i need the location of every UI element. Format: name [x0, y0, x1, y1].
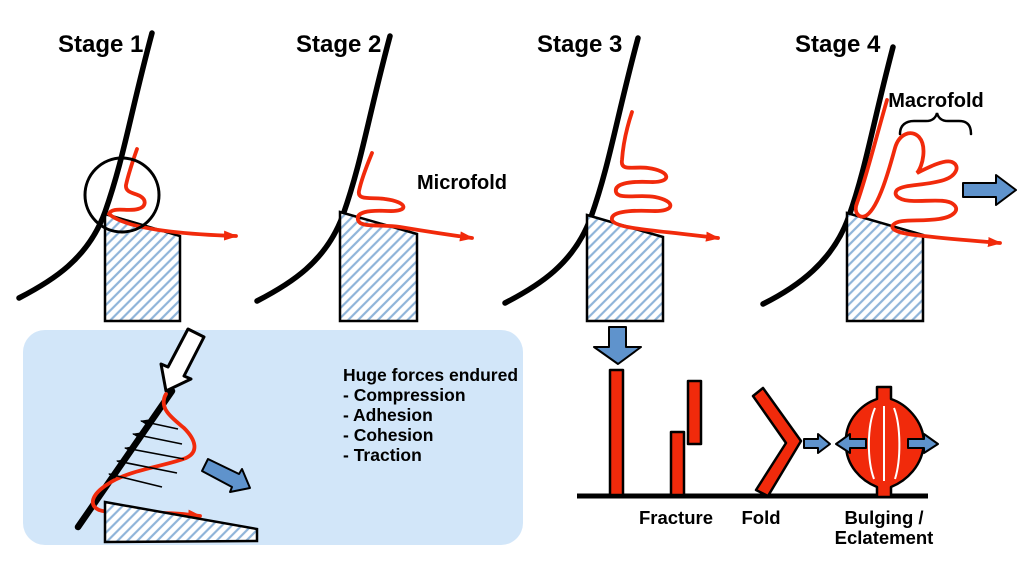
bulging-striation-line — [867, 407, 876, 480]
stage-2-panel: Stage 2 Microfold — [254, 31, 507, 323]
stage-4-chip-fold-line — [853, 98, 1002, 247]
force-item-traction: - Traction — [343, 445, 422, 465]
panel-asperity-wedge — [103, 500, 259, 544]
stage-2-chip-fold-line — [355, 151, 474, 242]
traction-arrow-icon — [201, 458, 251, 493]
left-arrow-icon — [835, 433, 867, 454]
forces-panel: Huge forces endured - Compression - Adhe… — [23, 327, 523, 545]
adhesion-arrow-icon — [124, 446, 185, 460]
fracture-bar-short — [669, 430, 686, 497]
forces-title: Huge forces endured — [343, 365, 518, 385]
right-arrow-icon — [907, 433, 939, 454]
fracture-bar-detached — [686, 379, 703, 446]
bulging-label-line1: Bulging / — [844, 507, 923, 528]
right-arrow-icon — [803, 433, 831, 454]
fracture-bar-tall — [608, 368, 625, 497]
fracture-label: Fracture — [639, 507, 713, 528]
macrofold-brace — [898, 112, 973, 136]
stage-4-panel: Stage 4 Macrofold — [760, 31, 1017, 323]
adhesion-arrow-icon — [108, 472, 163, 488]
force-item-cohesion: - Cohesion — [343, 425, 433, 445]
bulging-striation-line — [893, 407, 901, 480]
right-arrow-icon — [962, 174, 1017, 206]
adhesion-arrow-icon — [132, 432, 183, 445]
stage-4-asperity-wedge — [845, 211, 925, 323]
adhesion-arrow-icon — [116, 459, 178, 474]
stage-3-chip-fold-line — [610, 110, 720, 242]
down-arrow-icon — [593, 326, 642, 365]
stage-1-label: Stage 1 — [58, 31, 143, 58]
microfold-label: Microfold — [417, 172, 507, 194]
bulging-striations — [867, 406, 901, 481]
adhesion-arrows — [108, 419, 185, 488]
force-item-adhesion: - Adhesion — [343, 405, 433, 425]
stage-3-label: Stage 3 — [537, 31, 622, 58]
stage-2-label: Stage 2 — [296, 31, 381, 58]
bulging-label-line2: Eclatement — [835, 527, 934, 548]
stage-4-label: Stage 4 — [795, 31, 881, 58]
stage-1-panel: Stage 1 — [16, 30, 238, 323]
stage-1-contact-zoom-circle — [83, 156, 161, 234]
stage-1-chip-fold-line — [106, 147, 238, 241]
failure-modes: Fracture Fold Bulging / Eclatement — [577, 368, 939, 548]
stage-1-surface-curve — [16, 30, 155, 301]
fold-label: Fold — [741, 507, 780, 528]
stage-3-panel: Stage 3 — [502, 31, 720, 365]
fold-shape — [751, 386, 803, 498]
macrofold-label: Macrofold — [888, 90, 984, 112]
adhesion-arrow-icon — [140, 419, 179, 430]
force-item-compression: - Compression — [343, 385, 466, 405]
forces-panel-background — [23, 330, 523, 545]
normal-force-arrow-icon — [159, 327, 206, 393]
